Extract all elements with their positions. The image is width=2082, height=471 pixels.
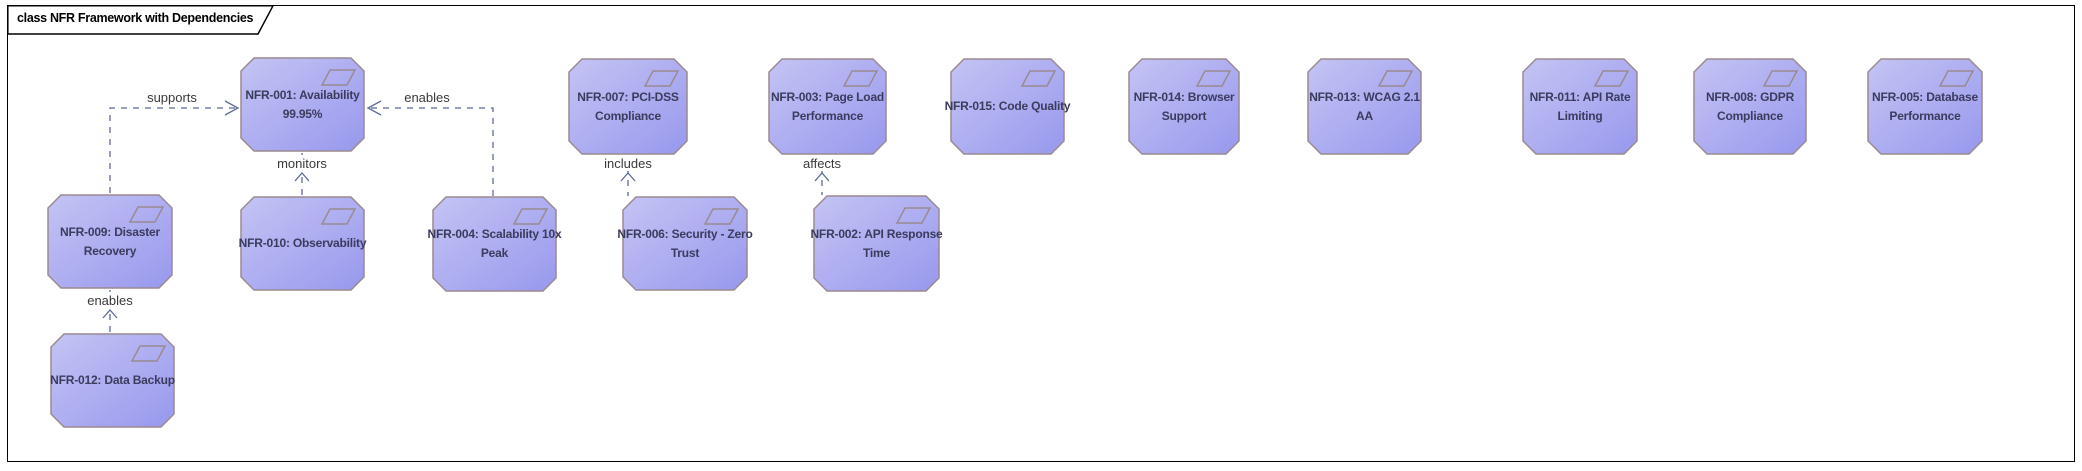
- node-octagon-shape: [47, 194, 173, 289]
- parallelogram-icon: [643, 70, 680, 87]
- node-label: NFR-002: API Response Time: [810, 226, 943, 260]
- node-nfr-014: NFR-014: Browser Support: [1128, 58, 1240, 155]
- node-nfr-003: NFR-003: Page Load Performance: [768, 58, 887, 155]
- node-octagon-shape: [50, 333, 175, 428]
- edge-label-supports: supports: [147, 90, 197, 105]
- edge-supports: supports: [109, 90, 240, 193]
- edge-label-enables-004: enables: [404, 90, 450, 105]
- parallelogram-icon: [130, 345, 167, 362]
- node-nfr-009: NFR-009: Disaster Recovery: [47, 194, 173, 289]
- node-octagon-shape: [1867, 58, 1983, 155]
- parallelogram-icon: [1762, 70, 1799, 87]
- edge-monitors: monitors: [270, 153, 334, 196]
- node-label: NFR-007: PCI-DSS Compliance: [577, 89, 679, 123]
- node-nfr-013: NFR-013: WCAG 2.1 AA: [1307, 58, 1422, 155]
- node-octagon-shape: [950, 58, 1065, 155]
- edge-enables-004-001: enables: [366, 90, 494, 196]
- node-octagon-shape: [768, 58, 887, 155]
- node-octagon-shape: [240, 57, 365, 152]
- node-label: NFR-012: Data Backup: [50, 373, 175, 387]
- edge-includes: includes: [598, 155, 658, 196]
- parallelogram-icon: [1593, 70, 1630, 87]
- frame-title-tab: [7, 5, 275, 35]
- node-nfr-005: NFR-005: Database Performance: [1867, 58, 1983, 155]
- node-label: NFR-008: GDPR Compliance: [1705, 89, 1795, 123]
- uml-frame-border: [7, 5, 2075, 462]
- node-label: NFR-013: WCAG 2.1 AA: [1309, 89, 1420, 123]
- node-label: NFR-006: Security - Zero Trust: [617, 226, 753, 260]
- parallelogram-icon: [128, 206, 165, 223]
- node-octagon-shape: [1128, 58, 1240, 155]
- edge-label-affects: affects: [803, 156, 842, 171]
- node-octagon-shape: [432, 196, 557, 292]
- node-octagon-shape: [240, 196, 365, 291]
- node-label: NFR-010: Observability: [238, 236, 367, 250]
- node-label: NFR-004: Scalability 10x Peak: [427, 227, 562, 260]
- parallelogram-icon: [1377, 70, 1414, 87]
- node-nfr-015: NFR-015: Code Quality: [945, 58, 1071, 155]
- node-nfr-012: NFR-012: Data Backup: [50, 333, 175, 428]
- node-octagon-shape: [1693, 58, 1807, 155]
- node-nfr-006: NFR-006: Security - Zero Trust: [617, 196, 753, 291]
- parallelogram-icon: [703, 208, 740, 225]
- node-nfr-001: NFR-001: Availability 99.95%: [240, 57, 365, 152]
- parallelogram-icon: [1020, 70, 1057, 87]
- node-octagon-shape: [568, 58, 688, 155]
- edge-enables-012-009: enables: [80, 290, 140, 332]
- node-label: NFR-014: Browser Support: [1133, 89, 1235, 123]
- edge-affects: affects: [795, 155, 849, 195]
- node-label: NFR-001: Availability 99.95%: [245, 87, 360, 121]
- node-nfr-008: NFR-008: GDPR Compliance: [1693, 58, 1807, 155]
- node-octagon-shape: [1522, 58, 1638, 155]
- node-octagon-shape: [622, 196, 748, 291]
- node-label: NFR-005: Database Performance: [1872, 89, 1978, 123]
- parallelogram-icon: [1938, 70, 1975, 87]
- node-label: NFR-009: Disaster Recovery: [60, 224, 160, 258]
- parallelogram-icon: [320, 208, 357, 225]
- parallelogram-icon: [842, 70, 879, 87]
- node-nfr-004: NFR-004: Scalability 10x Peak: [428, 196, 562, 292]
- edge-label-enables-012: enables: [87, 293, 133, 308]
- node-label: NFR-015: Code Quality: [944, 99, 1071, 113]
- parallelogram-icon: [512, 208, 549, 225]
- parallelogram-icon: [320, 69, 357, 86]
- node-label: NFR-003: Page Load Performance: [770, 89, 885, 123]
- node-nfr-007: NFR-007: PCI-DSS Compliance: [568, 58, 688, 155]
- node-nfr-011: NFR-011: API Rate Limiting: [1522, 58, 1638, 155]
- edge-label-includes: includes: [604, 156, 652, 171]
- diagram-title: class NFR Framework with Dependencies: [17, 11, 254, 25]
- node-label: NFR-011: API Rate Limiting: [1529, 89, 1631, 123]
- node-nfr-002: NFR-002: API Response Time: [810, 195, 943, 292]
- parallelogram-icon: [1195, 70, 1232, 87]
- edge-label-monitors: monitors: [277, 156, 327, 171]
- node-octagon-shape: [813, 195, 940, 292]
- node-octagon-shape: [1307, 58, 1422, 155]
- parallelogram-icon: [895, 207, 932, 224]
- node-nfr-010: NFR-010: Observability: [239, 196, 367, 291]
